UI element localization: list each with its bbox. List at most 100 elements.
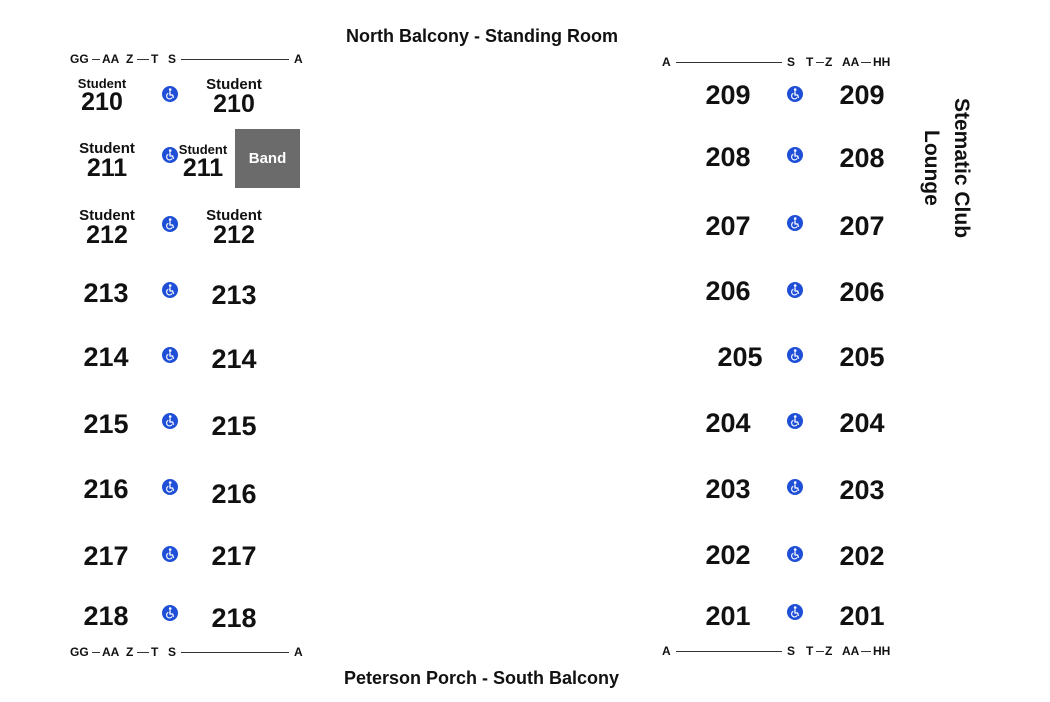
section-213-outer[interactable]: 213 (70, 280, 142, 307)
row-label-divider (181, 652, 289, 653)
section-214-inner[interactable]: 214 (198, 346, 270, 373)
section-number: 201 (839, 601, 885, 631)
section-number: 201 (705, 601, 751, 631)
section-number: 217 (211, 541, 257, 571)
section-218-outer[interactable]: 218 (70, 603, 142, 630)
band-area[interactable]: Band (235, 129, 300, 188)
row-label-a: A (294, 52, 303, 66)
section-211-outer[interactable]: Student 211 (66, 141, 148, 181)
row-label-a: A (662, 55, 671, 69)
section-206-outer[interactable]: 206 (826, 279, 898, 306)
row-label-divider (181, 59, 289, 60)
right-bottom-row-labels: A S T Z AA HH (662, 644, 897, 658)
wheelchair-accessible-icon (162, 479, 178, 495)
section-number: 206 (705, 276, 751, 306)
row-label-t: T (806, 644, 814, 658)
section-210-inner[interactable]: Student 210 (194, 77, 274, 117)
student-label: Student (206, 207, 262, 224)
section-number: 216 (211, 479, 257, 509)
row-label-z: Z (126, 52, 134, 66)
section-number: 214 (83, 342, 129, 372)
section-number: 216 (83, 474, 129, 504)
section-216-inner[interactable]: 216 (198, 481, 270, 508)
section-217-inner[interactable]: 217 (198, 543, 270, 570)
section-201-outer[interactable]: 201 (826, 603, 898, 630)
row-label-aa: AA (842, 644, 860, 658)
section-number: 212 (213, 221, 255, 249)
section-211-inner[interactable]: Student 211 (174, 143, 232, 181)
section-202-inner[interactable]: 202 (692, 542, 764, 569)
section-208-inner[interactable]: 208 (692, 144, 764, 171)
north-balcony-title: North Balcony - Standing Room (346, 26, 618, 46)
section-number: 213 (211, 280, 257, 310)
section-number: 208 (705, 142, 751, 172)
wheelchair-accessible-icon (787, 282, 803, 298)
south-balcony-title: Peterson Porch - South Balcony (344, 668, 620, 688)
row-label-divider (92, 59, 100, 60)
section-212-outer[interactable]: Student 212 (66, 208, 148, 248)
row-label-hh: HH (873, 644, 891, 658)
section-number: 215 (211, 411, 257, 441)
section-number: 205 (839, 342, 885, 372)
row-label-divider (816, 62, 824, 63)
row-label-a: A (662, 644, 671, 658)
section-212-inner[interactable]: Student 212 (194, 208, 274, 248)
section-number: 207 (839, 211, 885, 241)
section-207-inner[interactable]: 207 (692, 213, 764, 240)
row-label-hh: HH (873, 55, 891, 69)
left-bottom-row-labels: GG AA Z T S A (70, 645, 310, 659)
row-label-aa: AA (102, 645, 120, 659)
row-label-s: S (168, 645, 177, 659)
wheelchair-accessible-icon (787, 479, 803, 495)
student-label: Student (79, 140, 135, 157)
section-216-outer[interactable]: 216 (70, 476, 142, 503)
wheelchair-accessible-icon (162, 605, 178, 621)
section-203-outer[interactable]: 203 (826, 477, 898, 504)
wheelchair-accessible-icon (787, 147, 803, 163)
section-204-inner[interactable]: 204 (692, 410, 764, 437)
section-215-outer[interactable]: 215 (70, 411, 142, 438)
row-label-divider (676, 651, 782, 652)
row-label-aa: AA (842, 55, 860, 69)
section-209-outer[interactable]: 209 (826, 82, 898, 109)
section-210-outer[interactable]: Student 210 (66, 77, 138, 115)
section-number: 203 (705, 474, 751, 504)
wheelchair-accessible-icon (787, 546, 803, 562)
row-label-a: A (294, 645, 303, 659)
section-number: 212 (86, 221, 128, 249)
section-201-inner[interactable]: 201 (692, 603, 764, 630)
section-215-inner[interactable]: 215 (198, 413, 270, 440)
student-label: Student (77, 76, 127, 91)
section-202-outer[interactable]: 202 (826, 543, 898, 570)
section-207-outer[interactable]: 207 (826, 213, 898, 240)
section-number: 211 (86, 154, 128, 182)
section-number: 202 (705, 540, 751, 570)
section-208-outer[interactable]: 208 (826, 145, 898, 172)
section-number: 217 (83, 541, 129, 571)
section-205-inner[interactable]: 205 (704, 344, 776, 371)
section-214-outer[interactable]: 214 (70, 344, 142, 371)
section-203-inner[interactable]: 203 (692, 476, 764, 503)
left-top-row-labels: GG AA Z T S A (70, 52, 310, 66)
section-206-inner[interactable]: 206 (692, 278, 764, 305)
section-number: 206 (839, 277, 885, 307)
stematic-club-lounge-label: Stematic Club Lounge (914, 88, 976, 248)
wheelchair-accessible-icon (162, 546, 178, 562)
wheelchair-accessible-icon (162, 216, 178, 232)
section-number: 215 (83, 409, 129, 439)
row-label-z: Z (825, 55, 833, 69)
section-number: 209 (839, 80, 885, 110)
wheelchair-accessible-icon (787, 347, 803, 363)
section-205-outer[interactable]: 205 (826, 344, 898, 371)
row-label-divider (92, 652, 100, 653)
section-204-outer[interactable]: 204 (826, 410, 898, 437)
section-213-inner[interactable]: 213 (198, 282, 270, 309)
section-number: 218 (83, 601, 129, 631)
wheelchair-accessible-icon (787, 86, 803, 102)
row-label-gg: GG (70, 645, 89, 659)
section-218-inner[interactable]: 218 (198, 605, 270, 632)
row-label-divider (861, 62, 871, 63)
row-label-divider (137, 59, 149, 60)
section-217-outer[interactable]: 217 (70, 543, 142, 570)
section-209-inner[interactable]: 209 (692, 82, 764, 109)
